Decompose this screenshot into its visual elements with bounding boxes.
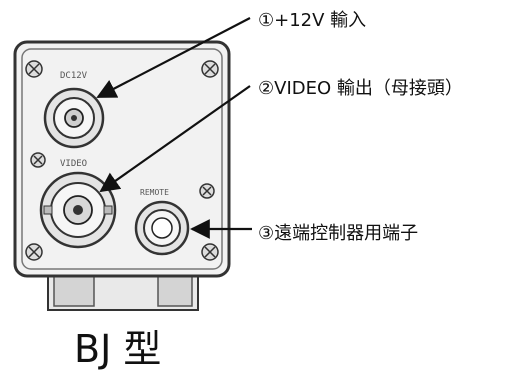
power-connector [43, 87, 105, 149]
video-bnc-connector [39, 171, 117, 249]
video-callout-arrow [99, 85, 251, 193]
corner-screw [201, 243, 219, 261]
model-caption: BJ 型 [74, 327, 162, 371]
camera-body [13, 40, 231, 278]
power-panel-label: DC12V [60, 71, 88, 81]
side-screw [30, 152, 46, 168]
video-panel-label: VIDEO [60, 159, 87, 169]
power-callout-arrow [96, 17, 251, 98]
remote-terminal-callout: ③遠端控制器用端子 [258, 223, 419, 244]
remote-terminal-connector [134, 200, 190, 256]
power-input-callout: ①+12V 輸入 [258, 10, 367, 31]
corner-screw [25, 60, 43, 78]
side-screw [199, 183, 215, 199]
mounting-bracket [47, 271, 199, 311]
remote-panel-label: REMOTE [140, 188, 169, 197]
corner-screw [201, 60, 219, 78]
video-output-callout: ②VIDEO 輸出（母接頭） [258, 78, 463, 99]
corner-screw [25, 243, 43, 261]
